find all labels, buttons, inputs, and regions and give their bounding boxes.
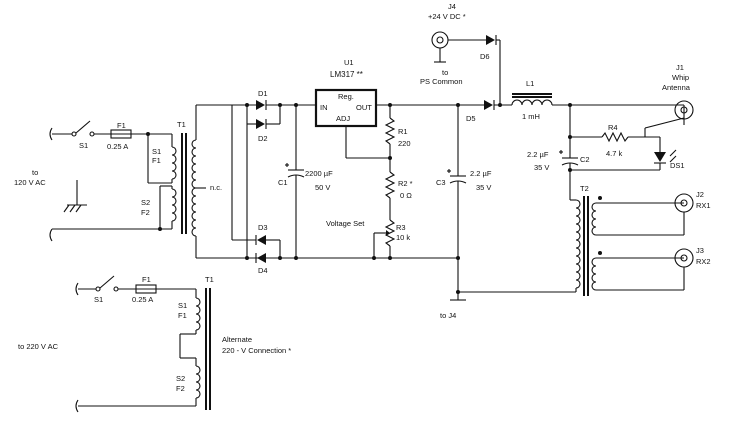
- c3-value: 2.2 µF: [470, 169, 492, 178]
- c2-volt: 35 V: [534, 163, 549, 172]
- j3-ref: J3: [696, 246, 704, 255]
- d6-label: D6: [480, 52, 490, 61]
- s1-label: S1: [79, 141, 88, 150]
- t1-label: T1: [177, 120, 186, 129]
- rails: [280, 103, 458, 260]
- l1-value: 1 mH: [522, 112, 540, 121]
- j1-antenna: Antenna: [662, 83, 691, 92]
- prim-s1: S1: [152, 147, 161, 156]
- alternate-220v: [75, 275, 211, 413]
- r2-value: 0 Ω: [400, 191, 412, 200]
- t1-secondary: [191, 104, 280, 259]
- u1-ref: U1: [344, 58, 354, 67]
- in-label: IN: [320, 103, 328, 112]
- r4-label: R4: [608, 123, 618, 132]
- alt-prim-f2: F2: [176, 384, 185, 393]
- adj-label: ADJ: [336, 114, 350, 123]
- alt-prim-f1: F1: [178, 311, 187, 320]
- c1-volt: 50 V: [315, 183, 330, 192]
- to-ps-label: to: [442, 68, 448, 77]
- r3-value: 10 k: [396, 233, 410, 242]
- t2-transformer: [570, 193, 694, 296]
- f1-label: F1: [117, 121, 126, 130]
- j3-name: RX2: [696, 257, 711, 266]
- ac220-label: to 220 V AC: [18, 342, 59, 351]
- c2-value: 2.2 µF: [527, 150, 549, 159]
- alt-prim-s1: S1: [178, 301, 187, 310]
- j2-ref: J2: [696, 190, 704, 199]
- feedback-divider: [372, 105, 396, 260]
- c1-label: C1: [278, 178, 288, 187]
- voltage-set-label: Voltage Set: [326, 219, 365, 228]
- l1-label: L1: [526, 79, 534, 88]
- dc-input-j4: [431, 31, 501, 105]
- prim-f1: F1: [152, 156, 161, 165]
- r1-label: R1: [398, 127, 408, 136]
- mains-input-120v: [49, 120, 172, 242]
- d4-label: D4: [258, 266, 268, 275]
- nc-label: n.c.: [210, 183, 222, 192]
- to-j4-label: to J4: [440, 311, 456, 320]
- fuse-value: 0.25 A: [107, 142, 128, 151]
- alt-line2: 220 - V Connection *: [222, 346, 291, 355]
- u1-part: LM317 **: [330, 70, 363, 79]
- d2-label: D2: [258, 134, 268, 143]
- d3-label: D3: [258, 223, 268, 232]
- d5-label: D5: [466, 114, 476, 123]
- d5-l1-path: [484, 93, 694, 158]
- alt-t1-label: T1: [205, 275, 214, 284]
- ps-common-label: PS Common: [420, 77, 463, 86]
- alt-s1-label: S1: [94, 295, 103, 304]
- r1-value: 220: [398, 139, 411, 148]
- to-label: to: [32, 168, 38, 177]
- prim-s2: S2: [141, 198, 150, 207]
- j4-ref: J4: [448, 2, 456, 11]
- j4-value: +24 V DC *: [428, 12, 466, 21]
- r2-label: R2 *: [398, 179, 413, 188]
- ds1-label: DS1: [670, 161, 685, 170]
- alt-fuse-value: 0.25 A: [132, 295, 153, 304]
- c2-label: C2: [580, 155, 590, 164]
- t2-label: T2: [580, 184, 589, 193]
- c3-volt: 35 V: [476, 183, 491, 192]
- j1-whip: Whip: [672, 73, 689, 82]
- c1-value: 2200 µF: [305, 169, 333, 178]
- t1-primary: [146, 132, 187, 234]
- bridge-rectifier: [231, 100, 296, 263]
- r4-value: 4.7 k: [606, 149, 623, 158]
- out-label: OUT: [356, 103, 372, 112]
- reg-label: Reg.: [338, 92, 354, 101]
- alt-f1-label: F1: [142, 275, 151, 284]
- j1-ref: J1: [676, 63, 684, 72]
- j2-name: RX1: [696, 201, 711, 210]
- lm317-regulator: [314, 88, 484, 160]
- r3-label: R3: [396, 223, 406, 232]
- led-indicator: [559, 117, 685, 200]
- alt-prim-s2: S2: [176, 374, 185, 383]
- alt-line1: Alternate: [222, 335, 252, 344]
- c3-capacitor: [447, 103, 576, 301]
- d1-label: D1: [258, 89, 268, 98]
- labels: J4 +24 V DC * D6 to PS Common U1 LM317 *…: [14, 2, 711, 393]
- prim-f2: F2: [141, 208, 150, 217]
- c3-label: C3: [436, 178, 446, 187]
- ac120-label: 120 V AC: [14, 178, 46, 187]
